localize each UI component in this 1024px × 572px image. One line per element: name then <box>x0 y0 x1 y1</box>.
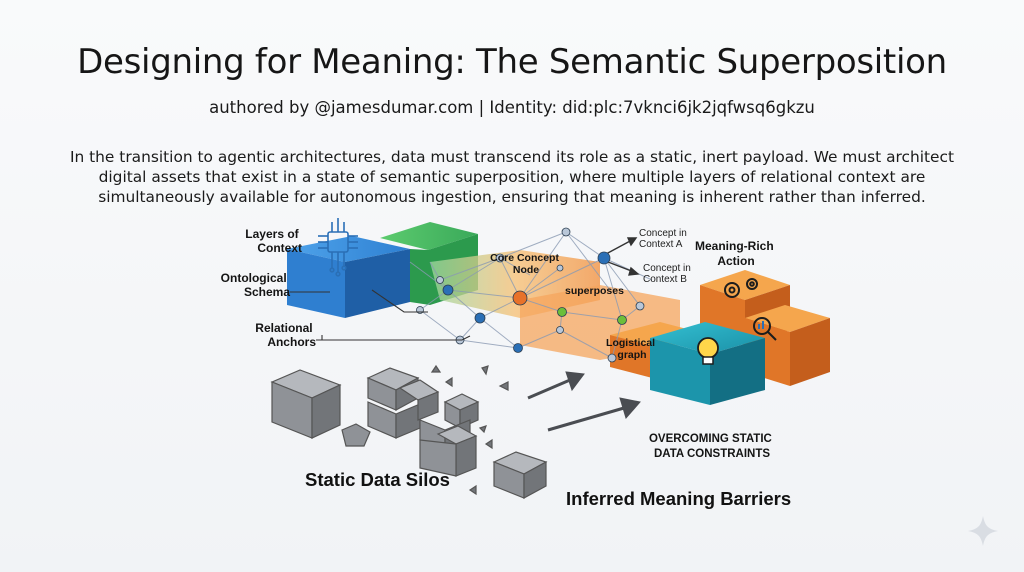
label-static-data-silos: Static Data Silos <box>305 469 450 490</box>
label-concept-a: Concept in Context A <box>639 228 690 250</box>
label-leader-lines <box>290 289 471 341</box>
static-data-silos-blocks <box>270 364 548 500</box>
label-layers-of-context: Layers of Context <box>245 227 302 255</box>
circuit-icon <box>318 218 358 277</box>
magnifier-chart-icon <box>753 317 777 341</box>
network-edges <box>409 231 653 359</box>
label-ontological-schema: Ontological Schema <box>221 271 291 299</box>
author-byline: authored by @jamesdumar.com | Identity: … <box>209 98 815 117</box>
label-superposes: superposes <box>565 285 624 297</box>
label-meaning-rich-action: Meaning-Rich Action <box>695 239 777 268</box>
meaning-rich-action-blocks <box>610 270 830 405</box>
label-concept-b: Concept in Context B <box>643 263 694 285</box>
label-core-concept-node: Core Concept Node <box>490 252 562 276</box>
page-title: Designing for Meaning: The Semantic Supe… <box>77 42 947 82</box>
label-inferred-meaning-barriers: Inferred Meaning Barriers <box>566 488 791 509</box>
label-relational-anchors: Relational Anchors <box>255 321 316 349</box>
intro-paragraph: In the transition to agentic architectur… <box>69 148 955 206</box>
concept-arrows <box>605 237 640 276</box>
sparkle-icon <box>968 516 998 546</box>
progress-arrows <box>527 371 641 432</box>
lightbulb-icon <box>697 337 719 365</box>
label-logistical-graph: Logistical graph <box>606 337 658 361</box>
label-overcoming-static-data: OVERCOMING STATIC DATA CONSTRAINTS <box>649 433 775 460</box>
gears-icon <box>724 278 758 298</box>
